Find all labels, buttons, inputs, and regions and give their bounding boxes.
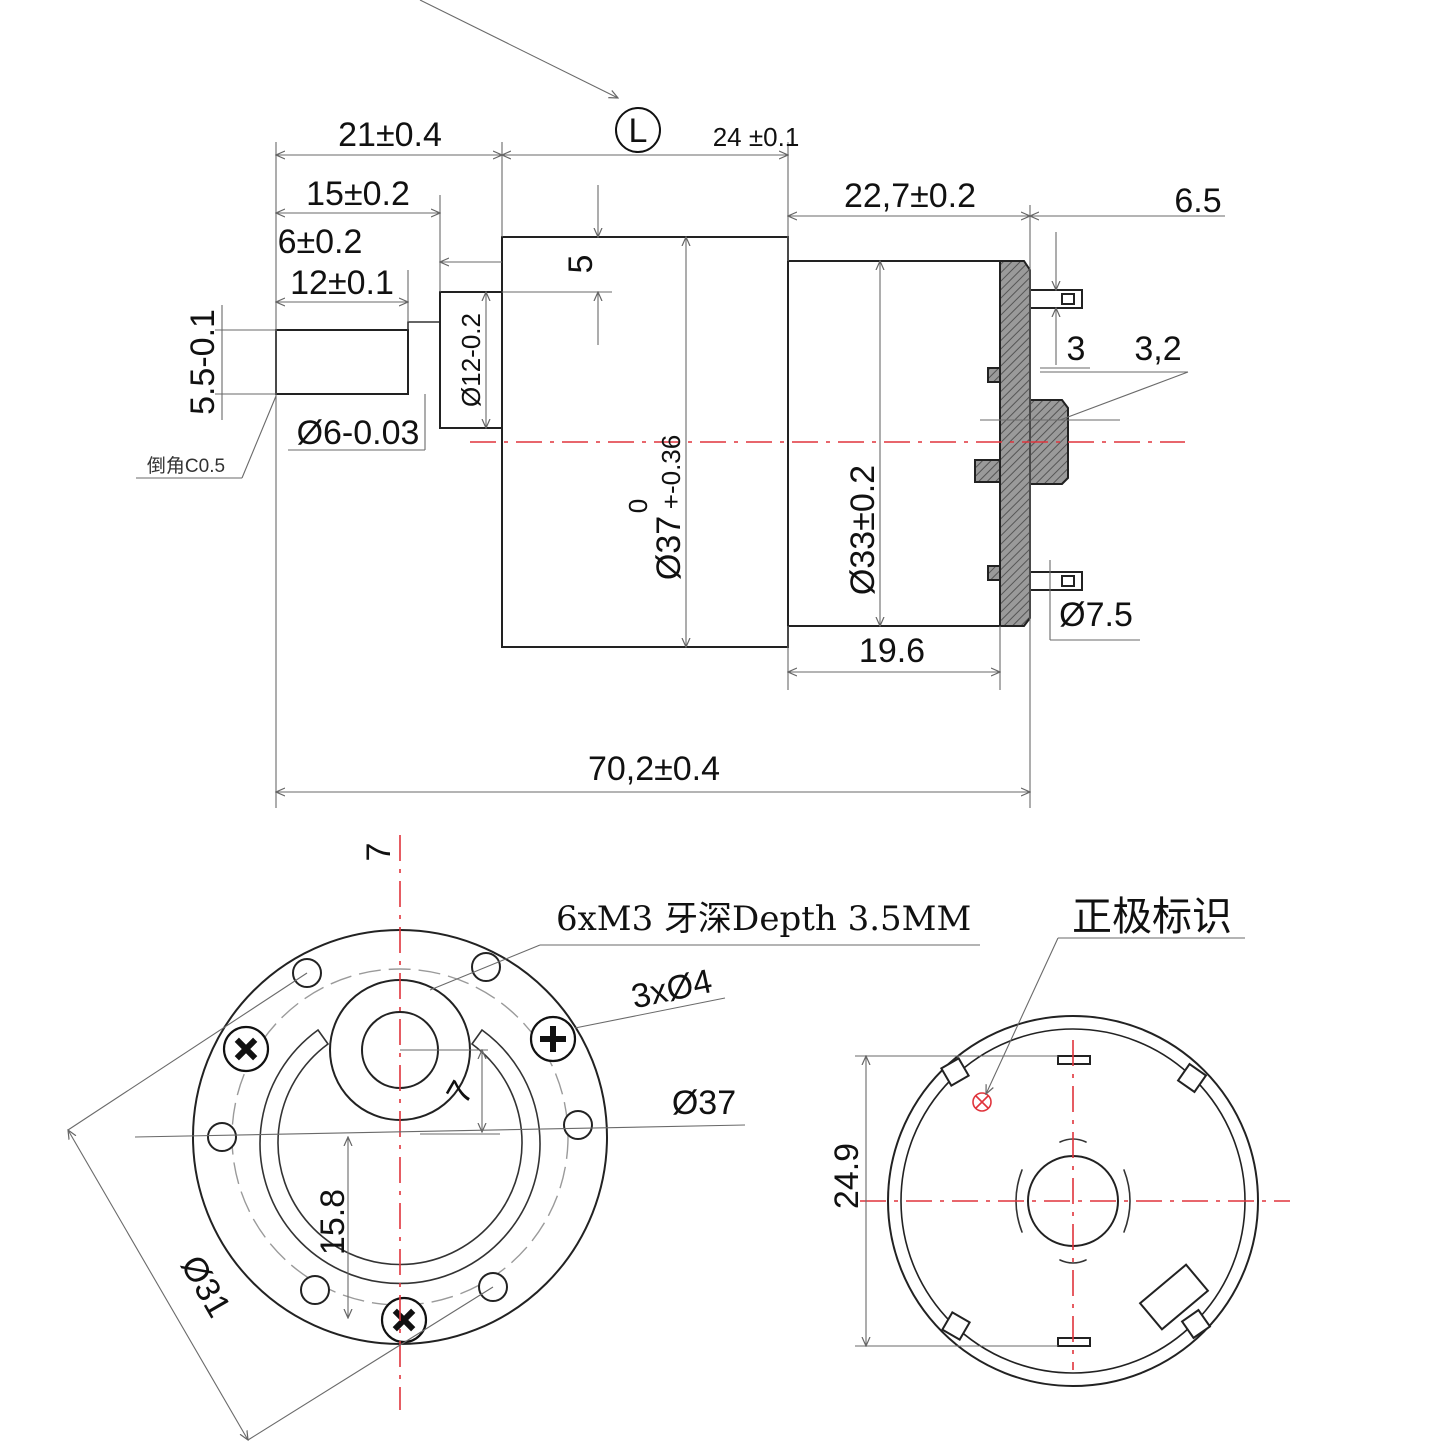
dim-196: 19.6 <box>859 632 925 670</box>
clip <box>939 1056 971 1088</box>
dim-702: 70,2±0.4 <box>588 750 720 788</box>
brush-window <box>1138 1263 1210 1331</box>
dim-21: 21±0.4 <box>338 116 442 154</box>
leader-32 <box>1059 371 1189 421</box>
chamfer-note: 倒角C0.5 <box>147 455 225 477</box>
dim-55: 5.5-0.1 <box>184 309 222 415</box>
clip <box>1180 1308 1212 1340</box>
dim-boss: Ø12-0.2 <box>456 313 486 407</box>
clip <box>940 1310 972 1342</box>
dim-shaft: Ø6-0.03 <box>297 414 420 452</box>
screw-icon <box>380 1296 428 1344</box>
dim-15: 15±0.2 <box>306 175 410 213</box>
m3-hole <box>563 1110 593 1140</box>
gearbox-boss <box>439 291 503 429</box>
screw-icon <box>222 1025 270 1073</box>
dim-249: 24.9 <box>828 1143 866 1209</box>
dim-32: 3,2 <box>1134 330 1181 368</box>
motor-can <box>787 260 1001 627</box>
leader-holes <box>574 997 726 1029</box>
chamfer-leader <box>241 395 277 479</box>
side-view: L <box>136 0 1225 808</box>
dim-37-upper-tol: 0 <box>623 499 653 513</box>
dim-5: 5 <box>562 255 600 274</box>
dimline-31 <box>68 1130 248 1440</box>
datum-leader <box>419 0 618 98</box>
gear-slot <box>259 1028 541 1285</box>
dim-65: 6.5 <box>1174 182 1221 220</box>
shaft-step <box>407 321 440 330</box>
thread-note: 6xM3 牙深Depth 3.5MM <box>556 899 971 939</box>
dim-6: 6±0.2 <box>278 223 363 261</box>
dim-24: 24 ±0.1 <box>713 122 800 152</box>
tab-lower <box>987 565 1001 581</box>
polarity-leader <box>986 937 1059 1094</box>
dim-7-top: 7 <box>360 843 398 862</box>
dim-12: 12±0.1 <box>290 264 394 302</box>
datum-symbol: L <box>629 112 648 150</box>
polarity-cross <box>975 1095 989 1109</box>
dim-37-side: Ø37 <box>650 516 688 580</box>
m3-hole <box>300 1275 330 1305</box>
vent-slot <box>1059 1259 1087 1264</box>
ext-31-top <box>67 972 308 1131</box>
dim-31: Ø31 <box>173 1249 238 1324</box>
dim-37-front: Ø37 <box>672 1084 736 1122</box>
terminal-slot-bottom <box>1057 1337 1091 1347</box>
dim-37-lower-tol: +-0.36 <box>656 435 686 509</box>
dim-75: Ø7.5 <box>1059 596 1133 634</box>
holes-note: 3xØ4 <box>628 962 715 1016</box>
terminal-top-hole <box>1061 293 1075 305</box>
terminal-bottom-hole <box>1061 575 1075 587</box>
polarity-mark-icon <box>972 1092 992 1112</box>
front-view: 7 6xM3 牙深Depth 3.5MM 3xØ4 Ø37 7 15.8 Ø31 <box>68 835 980 1440</box>
rear-view: 24.9 正极标识 <box>828 894 1290 1387</box>
clip <box>1176 1062 1208 1094</box>
polarity-label: 正极标识 <box>1072 894 1232 940</box>
dim-3: 3 <box>1067 330 1086 368</box>
brush-holder-low <box>974 459 1001 483</box>
dim-33: Ø33±0.2 <box>844 465 882 595</box>
dim-227: 22,7±0.2 <box>844 177 976 215</box>
screws <box>222 1015 577 1344</box>
terminal-slot-top <box>1057 1055 1091 1065</box>
end-cap <box>999 260 1031 627</box>
output-shaft <box>275 329 409 395</box>
vent-slot <box>1123 1169 1131 1233</box>
ext-31-bot <box>247 1286 494 1441</box>
dim-158: 15.8 <box>314 1189 352 1255</box>
tab-upper <box>987 367 1001 383</box>
leader-thread <box>429 944 541 991</box>
m3-hole <box>207 1122 237 1152</box>
screw-icon <box>529 1015 577 1063</box>
